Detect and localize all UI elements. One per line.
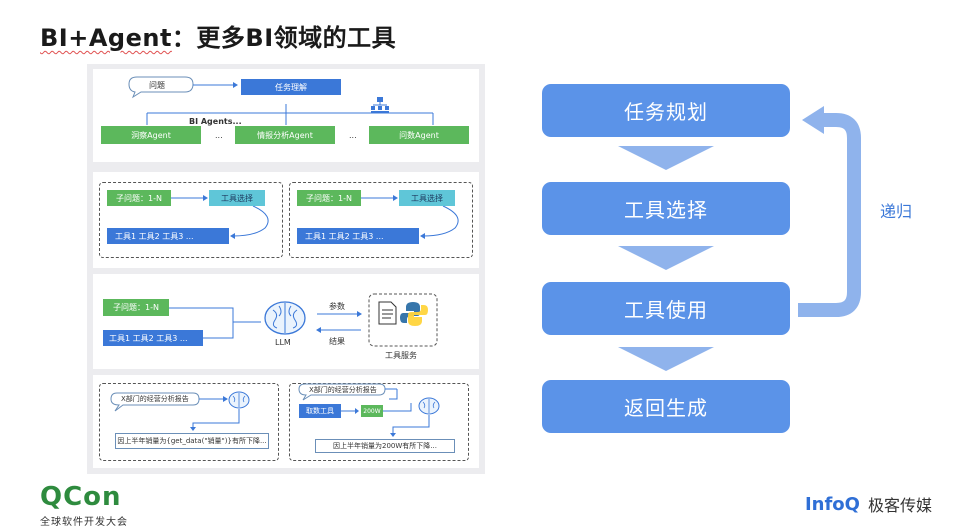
title-rest: ：更多BI领域的工具	[171, 24, 397, 52]
tools-box: 工具1 工具2 工具3 ...	[103, 330, 203, 346]
output-right-box: 因上半年销量为200W有所下降...	[315, 439, 455, 453]
brain-icon-left	[228, 391, 250, 409]
infoq-logo: InfoQ 极客传媒	[805, 492, 932, 516]
page-title: BI+Agent：更多BI领域的工具	[40, 18, 396, 53]
agent-query-box: 问数Agent	[369, 126, 469, 144]
sub-question-box-left: 子问题：1-N	[107, 190, 171, 206]
tool-select-box-right: 工具选择	[399, 190, 455, 206]
step-return-generation: 返回生成	[542, 380, 790, 433]
fetch-tool-box: 取数工具	[299, 404, 341, 418]
down-arrow-1	[618, 146, 714, 170]
recursion-arrow	[798, 106, 861, 317]
section3-connectors	[169, 293, 438, 347]
step-tool-selection: 工具选择	[542, 182, 790, 235]
flow-panel: 任务规划 工具选择 工具使用 返回生成 递归	[540, 80, 920, 440]
step-tool-usage: 工具使用	[542, 282, 790, 335]
sub-question-box: 子问题：1-N	[103, 299, 169, 316]
report-left-label: X部门的经营分析报告	[121, 395, 189, 403]
section4-connectors	[110, 383, 440, 437]
step-task-planning: 任务规划	[542, 84, 790, 137]
section-tool-selection: 子问题：1-N 工具选择 工具1 工具2 工具3 ... 子问题：1-N 工具选…	[93, 172, 479, 268]
result-label: 结果	[329, 337, 345, 346]
ellipsis-1: ...	[215, 131, 223, 140]
section-report-examples: X部门的经营分析报告 因上半年销量为{get_data("销量")}有所下降..…	[93, 375, 479, 468]
section1-connectors	[128, 76, 434, 125]
bi-agents-label: BI Agents...	[189, 117, 242, 126]
sub-question-box-right: 子问题：1-N	[297, 190, 361, 206]
llm-label: LLM	[275, 338, 291, 347]
question-bubble-shape	[128, 76, 194, 99]
title-main: BI+Agent	[40, 24, 172, 52]
tool-service-label: 工具服务	[385, 351, 417, 360]
arrowhead	[233, 82, 238, 88]
example-left-dashed	[99, 383, 279, 461]
tools-box-right: 工具1 工具2 工具3 ...	[297, 228, 419, 244]
question-label: 问题	[149, 81, 165, 90]
section-llm-tools: 子问题：1-N 工具1 工具2 工具3 ... 参数 结果 LLM 工具服务	[93, 274, 479, 369]
section2-connectors	[171, 195, 459, 239]
down-arrow-2	[618, 246, 714, 270]
brain-icon	[264, 301, 306, 335]
down-arrow-3	[618, 347, 714, 371]
task-understand-box: 任务理解	[241, 79, 341, 95]
python-icon	[400, 302, 428, 326]
infoq-wordmark: InfoQ	[804, 493, 860, 515]
qcon-subtitle: 全球软件开发大会	[40, 517, 128, 528]
brain-icon-right	[418, 397, 440, 415]
value-box: 200W	[361, 405, 383, 417]
group-left-dashed	[99, 182, 283, 258]
output-left-box: 因上半年销量为{get_data("销量")}有所下降...	[115, 433, 269, 449]
hierarchy-icon	[371, 97, 389, 113]
params-label: 参数	[329, 302, 345, 311]
document-icon	[378, 301, 397, 325]
section-bi-agents: 问题 任务理解 BI Agents... 洞察Agent ... 情报分析Age…	[93, 69, 479, 162]
agent-insight-box: 洞察Agent	[101, 126, 201, 144]
ellipsis-2: ...	[349, 131, 357, 140]
report-right-label: X部门的经营分析报告	[309, 386, 377, 394]
tool-select-box-left: 工具选择	[209, 190, 265, 206]
qcon-logo: QCon 全球软件开发大会	[40, 483, 128, 528]
diagram-panel: 问题 任务理解 BI Agents... 洞察Agent ... 情报分析Age…	[87, 64, 485, 474]
qcon-wordmark: QCon	[40, 482, 122, 512]
group-right-dashed	[289, 182, 473, 258]
infoq-chinese-name: 极客传媒	[867, 496, 932, 515]
recursion-label: 递归	[880, 202, 913, 221]
agent-intel-box: 情报分析Agent	[235, 126, 335, 144]
tools-box-left: 工具1 工具2 工具3 ...	[107, 228, 229, 244]
